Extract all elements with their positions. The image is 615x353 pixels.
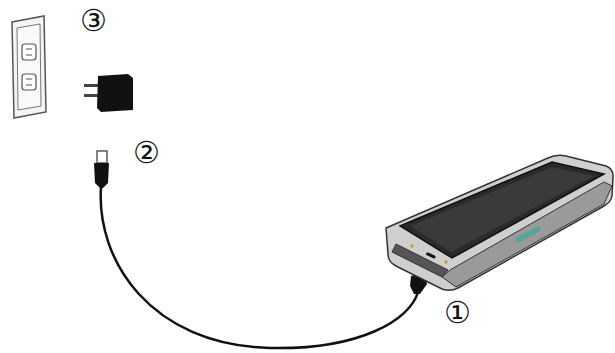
phone bbox=[386, 155, 613, 290]
charger-adapter bbox=[84, 74, 133, 112]
callout-number: ② bbox=[133, 138, 160, 168]
wall-outlet bbox=[12, 16, 46, 118]
usb-plug bbox=[94, 151, 109, 188]
callout-number: ① bbox=[444, 298, 471, 328]
callout-number: ③ bbox=[80, 6, 107, 36]
cable bbox=[101, 187, 418, 348]
